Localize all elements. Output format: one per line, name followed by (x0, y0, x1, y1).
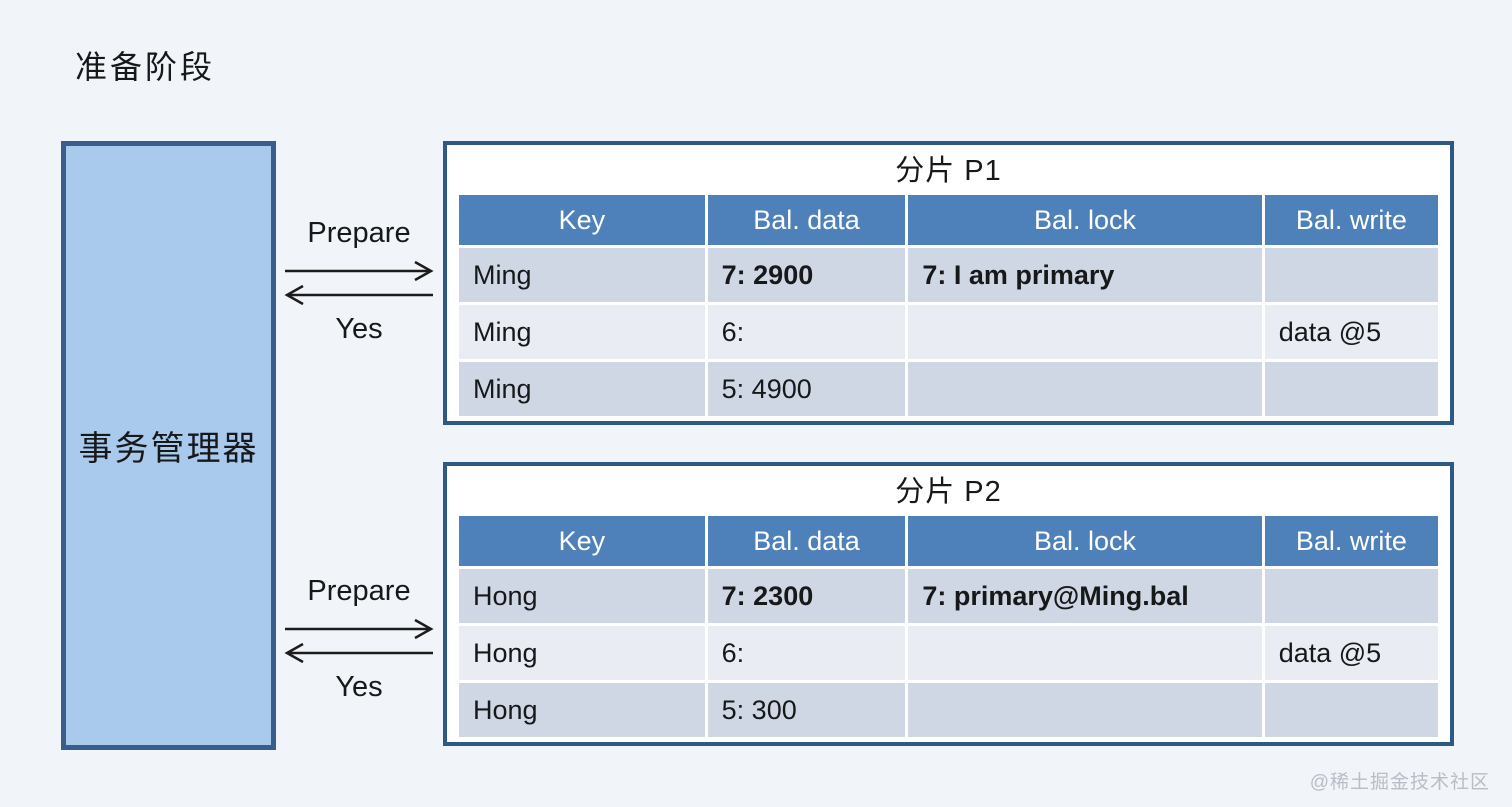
column-header-bal-write: Bal. write (1264, 516, 1438, 569)
cell-bal-write (1264, 248, 1438, 305)
shard-p2-panel: 分片 P2 Key Bal. data Bal. lock Bal. write… (443, 462, 1454, 746)
cell-bal-data: 6: (707, 626, 909, 683)
column-header-bal-write: Bal. write (1264, 195, 1438, 248)
transaction-manager-label: 事务管理器 (78, 430, 259, 468)
arrow-left-icon (284, 642, 433, 664)
prepare-label: Prepare (307, 217, 411, 249)
cell-bal-lock (908, 683, 1265, 740)
table-header-row: Key Bal. data Bal. lock Bal. write (459, 516, 1438, 569)
cell-bal-write (1264, 683, 1438, 740)
cell-bal-data: 5: 300 (707, 683, 909, 740)
table-header-row: Key Bal. data Bal. lock Bal. write (459, 195, 1438, 248)
cell-key: Ming (459, 305, 708, 362)
shard-p1-title: 分片 P1 (895, 155, 1002, 187)
cell-bal-lock: 7: primary@Ming.bal (908, 569, 1265, 626)
cell-bal-lock: 7: I am primary (908, 248, 1265, 305)
table-row: Hong 7: 2300 7: primary@Ming.bal (459, 569, 1438, 626)
arrow-right-icon (285, 618, 434, 640)
cell-key: Ming (459, 248, 708, 305)
prepare-label: Prepare (307, 575, 411, 607)
yes-label: Yes (335, 671, 383, 703)
column-header-bal-data: Bal. data (707, 516, 909, 569)
yes-label: Yes (335, 313, 383, 345)
shard-p2-table: Key Bal. data Bal. lock Bal. write Hong … (459, 516, 1438, 740)
transaction-manager-box: 事务管理器 (61, 141, 276, 750)
flow-group-p1: Prepare Yes (281, 216, 437, 346)
cell-bal-write (1264, 569, 1438, 626)
cell-bal-write: data @5 (1264, 626, 1438, 683)
cell-bal-data: 5: 4900 (707, 362, 909, 419)
column-header-bal-lock: Bal. lock (908, 195, 1265, 248)
cell-bal-data: 7: 2300 (707, 569, 909, 626)
shard-p1-panel: 分片 P1 Key Bal. data Bal. lock Bal. write… (443, 141, 1454, 425)
arrow-left-icon (284, 284, 433, 306)
cell-bal-data: 7: 2900 (707, 248, 909, 305)
column-header-key: Key (459, 516, 708, 569)
cell-bal-lock (908, 362, 1265, 419)
page-title: 准备阶段 (75, 49, 216, 85)
column-header-key: Key (459, 195, 708, 248)
cell-bal-write: data @5 (1264, 305, 1438, 362)
watermark: @稀土掘金技术社区 (1309, 772, 1490, 793)
cell-key: Ming (459, 362, 708, 419)
cell-key: Hong (459, 626, 708, 683)
shard-p2-title: 分片 P2 (895, 476, 1002, 508)
cell-bal-write (1264, 362, 1438, 419)
cell-bal-lock (908, 626, 1265, 683)
shard-p1-table: Key Bal. data Bal. lock Bal. write Ming … (459, 195, 1438, 419)
cell-key: Hong (459, 569, 708, 626)
column-header-bal-data: Bal. data (707, 195, 909, 248)
table-row: Ming 7: 2900 7: I am primary (459, 248, 1438, 305)
cell-bal-lock (908, 305, 1265, 362)
table-row: Hong 6: data @5 (459, 626, 1438, 683)
arrow-right-icon (285, 260, 434, 282)
cell-key: Hong (459, 683, 708, 740)
table-row: Hong 5: 300 (459, 683, 1438, 740)
column-header-bal-lock: Bal. lock (908, 516, 1265, 569)
table-row: Ming 5: 4900 (459, 362, 1438, 419)
flow-group-p2: Prepare Yes (281, 574, 437, 704)
cell-bal-data: 6: (707, 305, 909, 362)
table-row: Ming 6: data @5 (459, 305, 1438, 362)
